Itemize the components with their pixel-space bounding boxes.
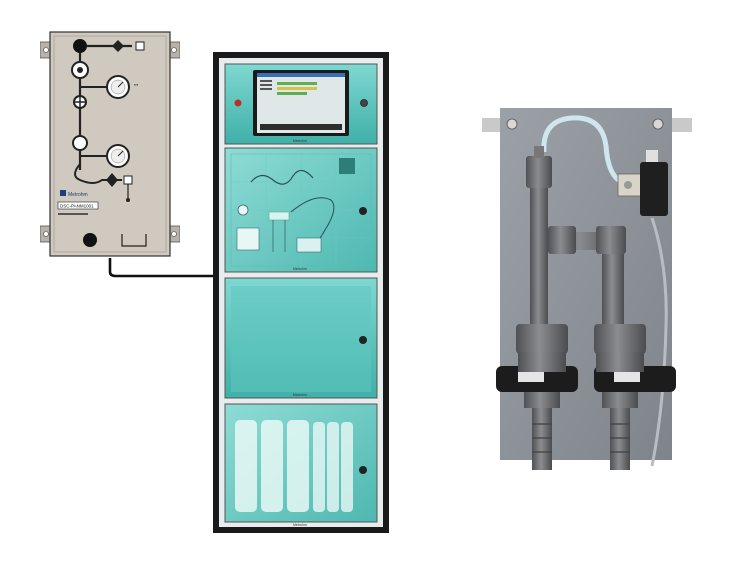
door-knob-icon[interactable] [360,99,368,107]
door-brand-1: Metrohm [293,139,307,143]
wet-part-section: Metrohm [224,147,378,273]
controller-section: Metrohm [224,63,378,145]
sample-preparation-panel: ▪▪▪ Metrohm DSC-PANM1001 [39,30,181,262]
svg-text:▪▪▪: ▪▪▪ [134,82,139,87]
sample-preparation-panel-drawing: ▪▪▪ Metrohm DSC-PANM1001 [39,31,181,257]
reagent-bottle [261,420,283,512]
flow-cell-panel-drawing [482,108,692,470]
door-knob-icon[interactable] [359,466,367,474]
reagent-bottle [327,422,339,512]
model-label: DSC-PANM1001 [60,204,94,209]
door-brand-3: Metrohm [293,393,307,397]
door-brand-2: Metrohm [293,267,307,271]
solenoid-valve [640,162,668,216]
reagent-bottle [235,420,257,512]
analyzer-cabinet-drawing: Metrohm Metrohm Metrohm [213,52,389,533]
flow-cell-panel [482,106,694,478]
door-knob-icon[interactable] [359,207,367,215]
door-brand-4: Metrohm [293,523,307,527]
analyzer-cabinet: Metrohm Metrohm Metrohm [213,52,389,533]
door-knob-icon[interactable] [359,336,367,344]
power-button[interactable] [234,99,242,107]
reagent-section: Metrohm [224,403,378,527]
middle-door-section: Metrohm [224,277,378,399]
reagent-bottle [313,422,325,512]
reagent-bottle [341,422,353,512]
metrohm-logo [60,190,66,196]
brand-text: Metrohm [68,192,88,198]
reagent-bottle [287,420,309,512]
